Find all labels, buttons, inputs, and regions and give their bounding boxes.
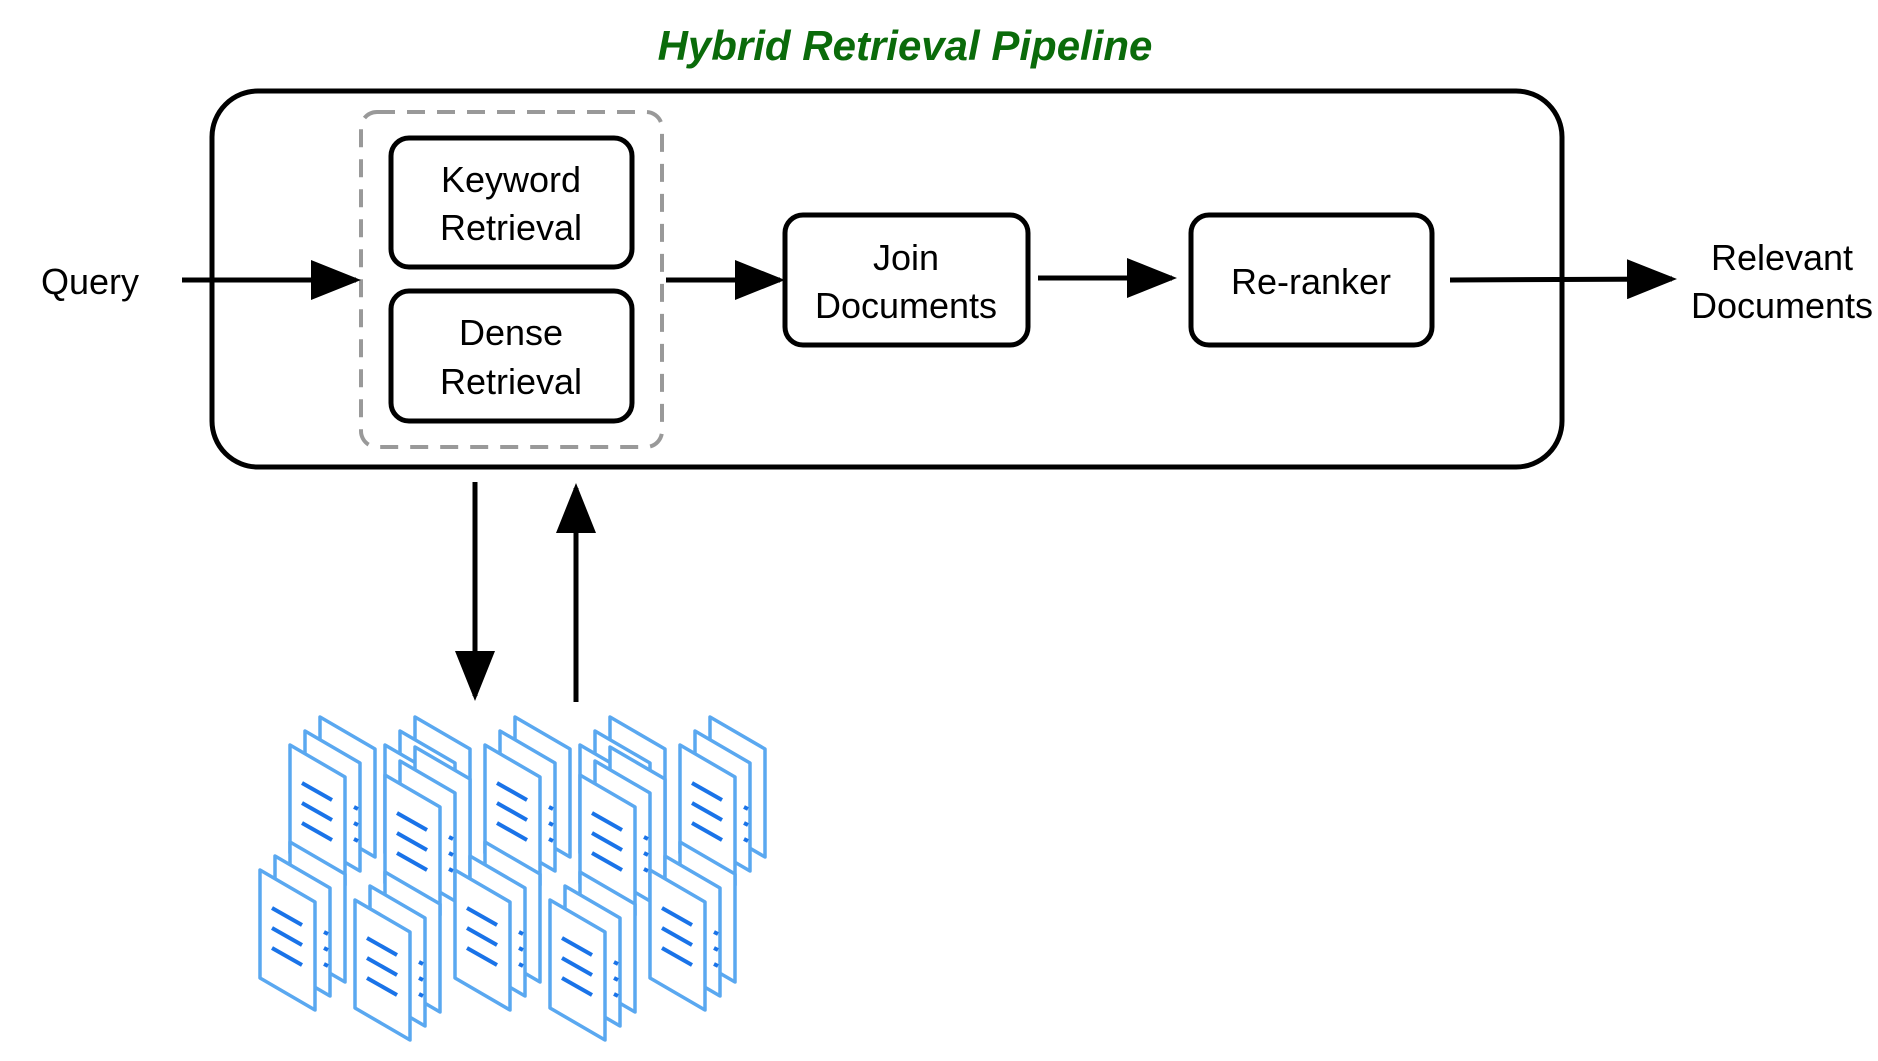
join-documents-node: Join Documents: [782, 212, 1031, 348]
dense-retrieval-node: Dense Retrieval: [388, 288, 635, 424]
dense-retrieval-label-line1: Dense: [459, 312, 563, 353]
retriever-group: [359, 110, 664, 449]
join-documents-label-line2: Documents: [815, 285, 997, 326]
keyword-retrieval-node: Keyword Retrieval: [388, 135, 635, 270]
document-page-icon: [548, 898, 619, 1042]
reranker-label: Re-ranker: [1231, 261, 1391, 302]
diagram-title: Hybrid Retrieval Pipeline: [658, 22, 1153, 69]
keyword-retrieval-label-line1: Keyword: [441, 159, 581, 200]
join-documents-label-line1: Join: [873, 237, 939, 278]
reranker-node: Re-ranker: [1188, 212, 1435, 348]
document-page-icon: [648, 868, 719, 1012]
dense-retrieval-label-line2: Retrieval: [440, 361, 582, 402]
relevant-documents-label-line2: Documents: [1691, 285, 1873, 326]
arrow-reranker-to-output: [1449, 259, 1677, 300]
document-page-icon: [353, 898, 424, 1042]
keyword-retrieval-label-line2: Retrieval: [440, 207, 582, 248]
document-page-icon: [453, 868, 524, 1012]
relevant-documents-label-line1: Relevant: [1711, 237, 1853, 278]
document-stack-icon: [258, 715, 767, 1042]
document-page-icon: [258, 868, 329, 1012]
query-label: Query: [41, 261, 139, 302]
